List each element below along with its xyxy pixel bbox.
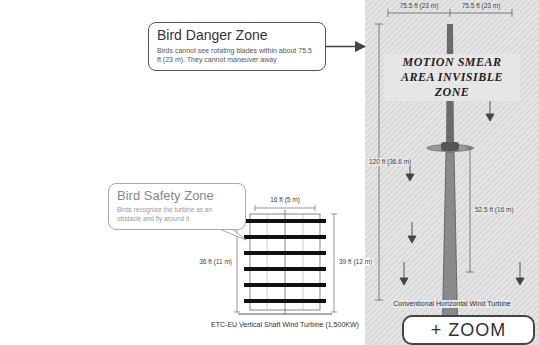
box-heading: Bird Safety Zone <box>117 188 237 204</box>
left-dimensions <box>234 205 337 312</box>
dimension-tick <box>450 9 451 17</box>
bird-arrow-head <box>408 236 416 243</box>
turbine-blade-bar <box>244 299 326 303</box>
box-heading: MOTION SMEAR AREA INVISIBLE ZONE <box>384 54 520 101</box>
dimension-tick <box>234 312 240 313</box>
dimension-line <box>255 208 315 209</box>
turbine-blade-bar <box>244 251 326 255</box>
turbine-blade-bar <box>244 267 326 271</box>
turbine-strut <box>267 214 268 310</box>
dimension-tick <box>375 300 383 301</box>
dimension-line <box>334 214 335 312</box>
bird-arrow-head <box>400 278 408 285</box>
bird-arrow <box>404 262 405 280</box>
nacelle <box>441 142 459 151</box>
connector-arrow <box>326 46 365 48</box>
dimension-label: 75.5 ft (23 m) <box>461 2 502 10</box>
turbine-shaft <box>285 210 286 314</box>
smear-panel-ground <box>365 0 539 345</box>
callout-box: Bird Danger ZoneBirds cannot see rotatin… <box>148 22 326 71</box>
caption: ETC-EU Vertical Shaft Wind Turbine (1,50… <box>210 321 360 329</box>
dimension-tick <box>512 9 513 17</box>
box-heading: Bird Danger Zone <box>157 27 317 44</box>
turbine-blade-bar <box>244 219 326 223</box>
dimension-label: 16 ft (5 m) <box>269 196 301 204</box>
dimension-label: 36 ft (11 m) <box>198 258 233 266</box>
dimension-tick <box>331 214 337 215</box>
dimension-label: 120 ft (36.6 m) <box>368 158 412 166</box>
box-body: Birds cannot see rotating blades within … <box>157 46 317 64</box>
bird-arrow-head <box>516 278 524 285</box>
caption: Conventional Horizontal Wind Turbine <box>392 300 512 308</box>
box-heading: + ZOOM <box>410 319 527 341</box>
dimension-tick <box>315 205 316 211</box>
dimension-label: 52.5 ft (16 m) <box>474 206 515 214</box>
callout-box: Bird Safety ZoneBirds recognize the turb… <box>108 183 246 230</box>
right-dimensions <box>375 9 512 300</box>
zoom-button: + ZOOM <box>402 315 535 345</box>
zone-panel: MOTION SMEAR AREA INVISIBLE ZONE <box>365 0 539 345</box>
bird-arrows <box>400 100 524 285</box>
turbine-strut <box>303 214 304 310</box>
dimension-label: 39 ft (12 m) <box>338 258 373 266</box>
dimension-line <box>470 148 471 272</box>
dimension-tick <box>388 9 389 17</box>
dimension-tick <box>466 148 474 149</box>
dimension-label: 75.5 ft (23 m) <box>399 2 440 10</box>
box-body: Birds recognize the turbine as an obstac… <box>117 206 237 223</box>
vertical-turbine <box>238 210 332 314</box>
turbine-base <box>238 314 332 315</box>
dimension-tick <box>466 272 474 273</box>
dimension-tick <box>255 205 256 211</box>
bird-arrow-head <box>406 174 414 181</box>
turbine-blade-bar <box>244 283 326 287</box>
dimension-tick <box>375 24 383 25</box>
turbine-blade-bar <box>244 235 326 239</box>
bird-arrow-head <box>486 114 494 121</box>
dimension-tick <box>331 312 337 313</box>
bird-arrow <box>520 262 521 280</box>
